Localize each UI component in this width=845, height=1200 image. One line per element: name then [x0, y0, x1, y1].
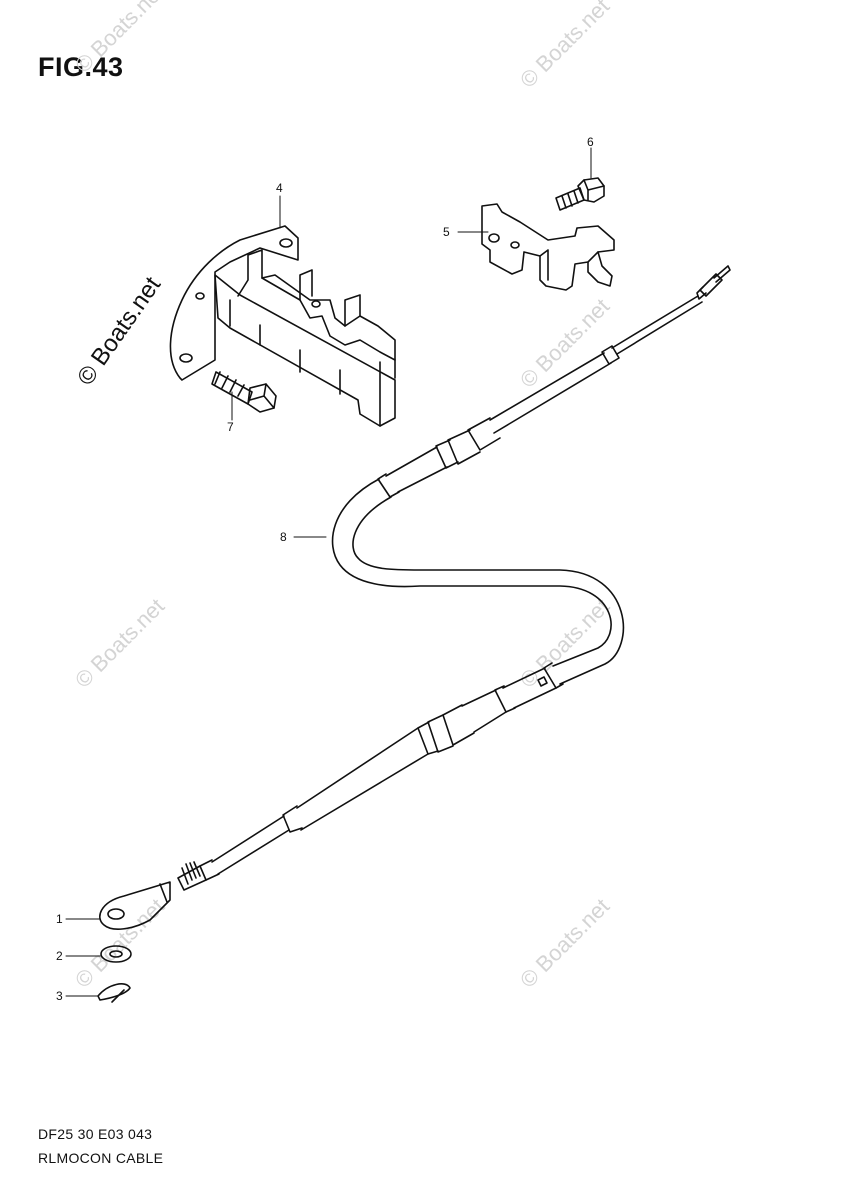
callout-7: 7: [227, 420, 234, 434]
clamp-bolt[interactable]: [555, 177, 605, 211]
cable-end-eye[interactable]: [99, 881, 171, 930]
callout-8: 8: [280, 530, 287, 544]
remocon-cable[interactable]: [177, 265, 731, 891]
callout-3: 3: [56, 989, 63, 1003]
callout-leaders: [65, 147, 592, 997]
figure-title: FIG.43: [38, 52, 124, 82]
callout-6: 6: [587, 135, 594, 149]
cable-clamp-plate[interactable]: [481, 203, 615, 291]
callout-1: 1: [56, 912, 63, 926]
callout-5: 5: [443, 225, 450, 239]
callout-2: 2: [56, 949, 63, 963]
diagram-name: RLMOCON CABLE: [38, 1150, 164, 1166]
cable-bracket[interactable]: [169, 225, 396, 427]
bracket-bolt[interactable]: [211, 371, 277, 413]
diagram-code: DF25 30 E03 043: [38, 1126, 153, 1142]
clip[interactable]: [97, 983, 131, 1003]
callout-4: 4: [276, 181, 283, 195]
washer[interactable]: [100, 945, 132, 963]
